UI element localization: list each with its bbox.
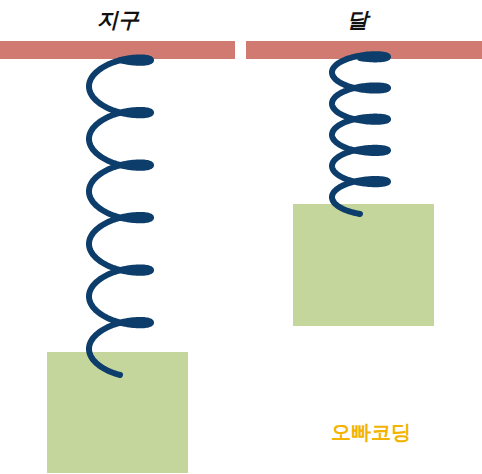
planet-heading: 달 (347, 6, 368, 34)
moon-weight (293, 204, 434, 326)
earth-ceiling (0, 41, 235, 59)
spring-coil (89, 57, 151, 375)
spring-coil (332, 54, 388, 214)
planet-heading: 지구 (97, 6, 139, 34)
watermark: 오빠코딩 (331, 419, 411, 446)
earth-weight (47, 352, 188, 473)
